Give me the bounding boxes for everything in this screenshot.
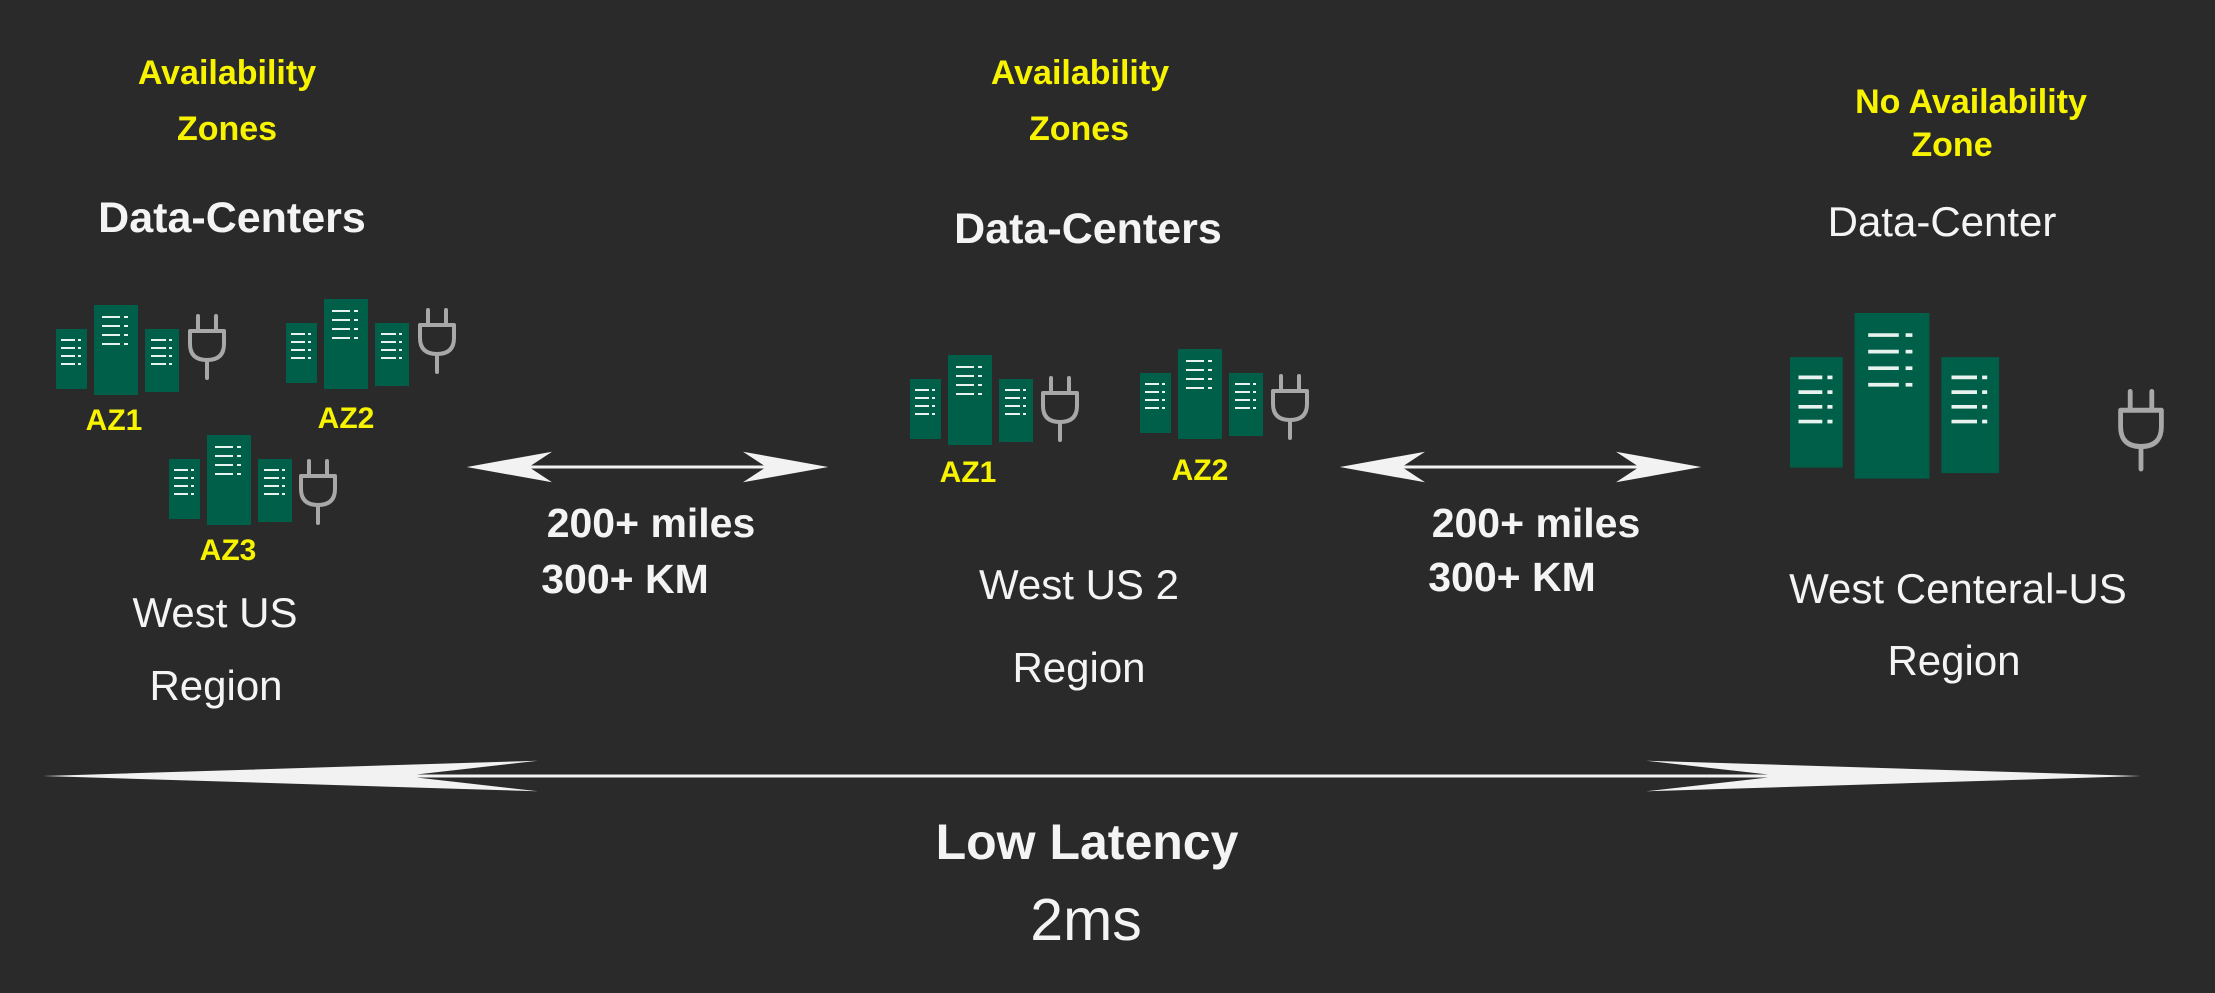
dc-heading: Data-Centers (954, 205, 1222, 253)
plug-icon (418, 308, 456, 374)
distance-label-1: 200+ miles 300+ KM (541, 500, 755, 602)
region-name: West US (133, 589, 298, 636)
region-west-central-us: No Availability Zone Data-Center West Ce… (1788, 83, 2162, 684)
distance-km: 300+ KM (541, 556, 709, 602)
plug-icon (2121, 392, 2162, 470)
zone-label-az3: AZ3 (200, 534, 257, 567)
region-name: West US 2 (979, 561, 1179, 608)
region-label: Region (149, 662, 282, 709)
datacenter-icon (285, 298, 410, 390)
double-arrow-icon (1343, 453, 1698, 481)
datacenter-icon (1788, 311, 2001, 481)
latency-title: Low Latency (936, 814, 1239, 870)
zone-heading-line-1: No Availability (1855, 83, 2087, 121)
latency-block: Low Latency 2ms (936, 814, 1239, 953)
datacenter-icon (1139, 348, 1264, 440)
datacenter-icon (168, 434, 293, 526)
dc-heading: Data-Center (1828, 198, 2057, 245)
distance-miles: 200+ miles (547, 500, 756, 546)
region-label: Region (1012, 644, 1145, 691)
plug-icon (299, 459, 337, 525)
region-west-us: Availability Zones Data-Centers AZ1 AZ2 … (55, 54, 456, 709)
zone-heading-line-2: Zones (1029, 110, 1129, 148)
datacenter-icon (55, 304, 180, 396)
zone-label-az2: AZ2 (1172, 454, 1229, 487)
zone-label-az1: AZ1 (940, 456, 997, 489)
region-west-us-2: Availability Zones Data-Centers AZ1 AZ2 … (909, 54, 1309, 691)
double-arrow-icon (62, 762, 2122, 790)
zone-label-az1: AZ1 (86, 404, 143, 437)
double-arrow-icon (470, 453, 825, 481)
zone-heading-line-2: Zone (1911, 126, 1992, 164)
plug-icon (188, 314, 226, 380)
zone-heading-line-1: Availability (138, 54, 316, 92)
distance-miles: 200+ miles (1432, 500, 1641, 546)
zone-heading-line-2: Zones (177, 110, 277, 148)
region-name: West Centeral-US (1789, 565, 2127, 612)
distance-km: 300+ KM (1428, 554, 1596, 600)
datacenter-icon (909, 354, 1034, 446)
latency-value: 2ms (1030, 887, 1141, 953)
plug-icon (1041, 376, 1079, 442)
zone-heading-line-1: Availability (991, 54, 1169, 92)
plug-icon (1271, 374, 1309, 440)
zone-label-az2: AZ2 (318, 402, 375, 435)
dc-heading: Data-Centers (98, 194, 366, 242)
region-label: Region (1887, 637, 2020, 684)
distance-label-2: 200+ miles 300+ KM (1428, 500, 1640, 600)
